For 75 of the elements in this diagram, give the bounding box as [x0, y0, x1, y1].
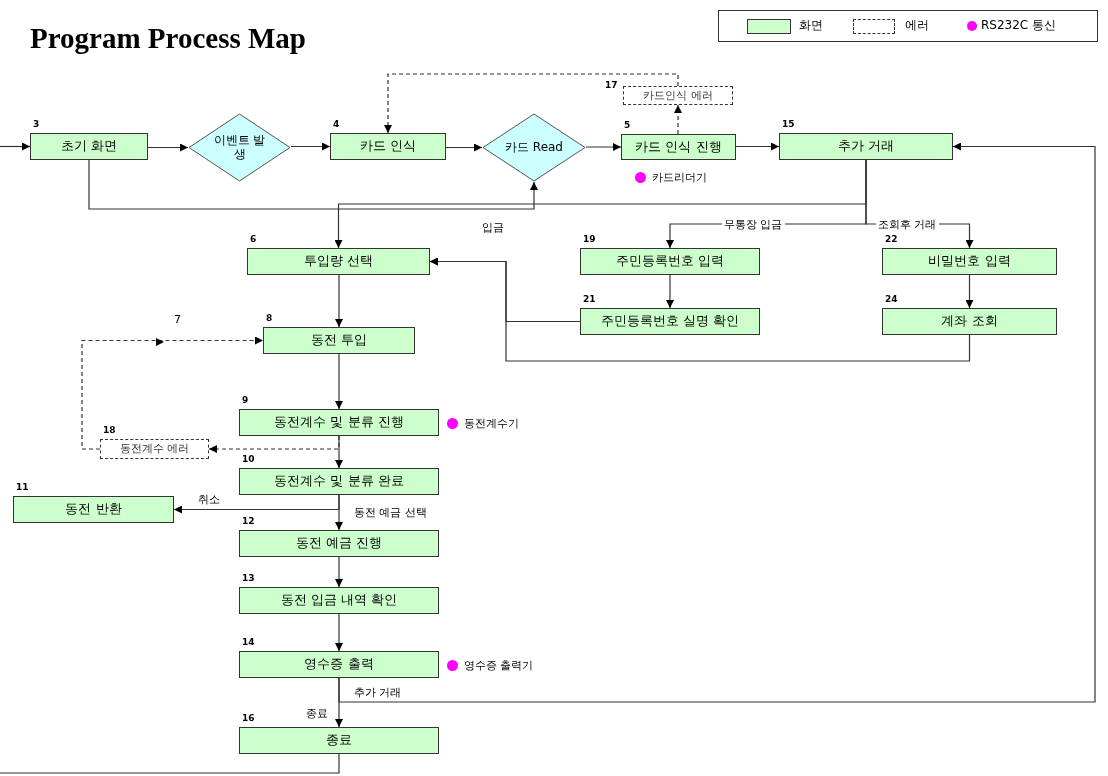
step-number: 24 [885, 294, 898, 304]
decision-diamond [482, 113, 586, 182]
node-label: 영수증 출력 [304, 657, 374, 672]
process-box [247, 248, 430, 275]
process-box [239, 409, 439, 436]
process-box [239, 651, 439, 678]
step-number: 18 [103, 425, 116, 435]
node-label: 동전 입금 내역 확인 [280, 593, 398, 608]
node-label: 카드 인식 진행 [635, 139, 722, 155]
node-label: 카드 Read [505, 140, 563, 155]
process-box [882, 308, 1057, 335]
step-number: 5 [624, 120, 631, 130]
legend-label: 에러 [905, 17, 929, 34]
legend-label: 화면 [799, 17, 823, 34]
step-number: 17 [605, 80, 618, 90]
process-box [263, 327, 415, 354]
process-box [882, 248, 1057, 275]
device-label: 카드리더기 [652, 170, 707, 185]
step-number: 8 [266, 313, 273, 323]
step-number: 12 [242, 516, 255, 526]
process-box [779, 133, 953, 160]
device-label: 영수증 출력기 [464, 657, 534, 673]
title: Program Process Map [30, 22, 306, 55]
edge-label: 무통장 입금 [722, 217, 785, 232]
process-box [330, 133, 446, 160]
step-number: 13 [242, 573, 255, 583]
step-number: 9 [242, 395, 249, 405]
node-label: 계좌 조회 [941, 314, 998, 329]
node-label: 초기 화면 [60, 139, 118, 154]
node-label: 주민등록번호 입력 [615, 254, 725, 269]
legend-label: RS232C 통신 [981, 17, 1057, 34]
step-number: 22 [885, 234, 898, 244]
process-box [239, 468, 439, 495]
process-box [239, 587, 439, 614]
process-box [621, 134, 736, 160]
step-number: 6 [250, 234, 257, 244]
step-number: 3 [33, 119, 40, 129]
edge-label: 입금 [480, 220, 506, 235]
step-number: 19 [583, 234, 596, 244]
node-label: 종료 [326, 733, 352, 748]
process-box [580, 248, 760, 275]
decision-diamond [188, 113, 291, 182]
step-number: 15 [782, 119, 795, 129]
step-number: 11 [16, 482, 29, 492]
edge-label: 동전 예금 선택 [352, 505, 429, 520]
step-number: 4 [333, 119, 340, 129]
edge-label: 종료 [304, 706, 330, 721]
node-label: 비밀번호 입력 [928, 254, 1011, 269]
error-box [623, 86, 733, 105]
node-label: 카드 인식 [359, 139, 417, 154]
node-label: 주민등록번호 실명 확인 [600, 314, 740, 329]
edge-label: 취소 [196, 492, 222, 507]
process-box [13, 496, 174, 523]
node-label: 동전 반환 [65, 502, 122, 517]
node-label: 동전계수 에러 [119, 443, 190, 455]
step-number: 21 [583, 294, 596, 304]
error-box [100, 439, 209, 459]
process-box [30, 133, 148, 160]
step-number: 14 [242, 637, 255, 647]
node-label: 동전계수 및 분류 진행 [274, 415, 404, 430]
node-label: 동전 예금 진행 [295, 536, 383, 551]
node-label: 추가 거래 [837, 139, 895, 154]
node-label: 이벤트 발생 [212, 134, 267, 161]
edge-label: 조회후 거래 [876, 217, 939, 232]
process-box [239, 530, 439, 557]
node-label: 투입량 선택 [303, 254, 374, 269]
step-number: 10 [242, 454, 255, 464]
node-label: 카드인식 에러 [643, 89, 713, 102]
device-label: 동전계수기 [464, 415, 519, 431]
edge-label: 7 [172, 313, 183, 326]
process-box [580, 308, 760, 335]
node-label: 동전계수 및 분류 완료 [274, 474, 404, 489]
node-label: 동전 투입 [310, 333, 368, 348]
process-box [239, 727, 439, 754]
step-number: 16 [242, 713, 255, 723]
